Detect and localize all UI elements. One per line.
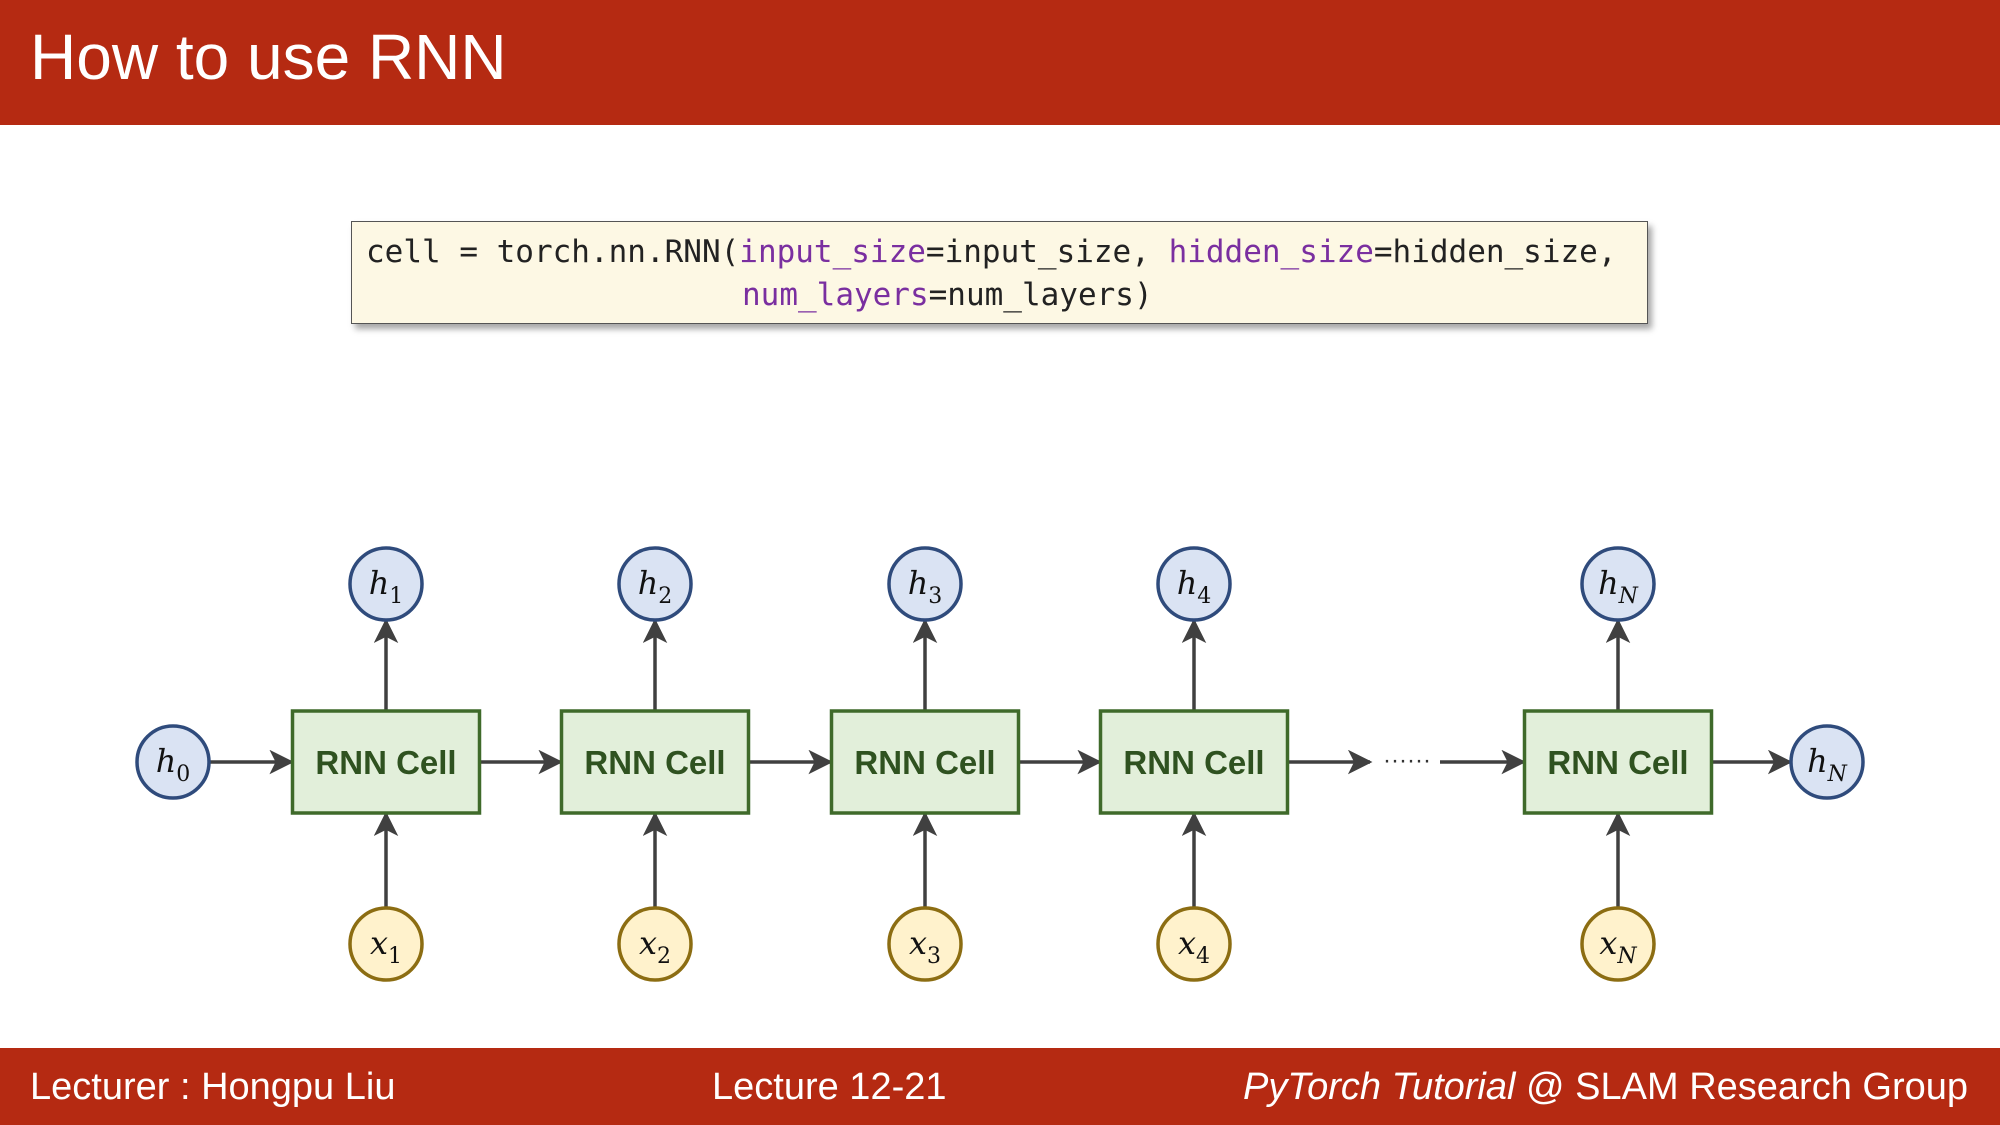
input-node [617, 906, 693, 982]
rnn-cell-label: RNN Cell [315, 744, 456, 781]
hidden-output-node [348, 546, 424, 622]
final-hidden-node-label: hN [1807, 742, 1848, 787]
rnn-cell-label: RNN Cell [854, 744, 995, 781]
hidden-output-node-subscript: 1 [389, 584, 403, 609]
rnn-cell [1522, 709, 1714, 815]
course-title: PyTorch Tutorial [1243, 1066, 1516, 1108]
lecture-number: Lecture 12-21 [712, 1066, 947, 1108]
input-node-subscript: 4 [1196, 944, 1210, 969]
code-line-1: cell = torch.nn.RNN(input_size=input_siz… [366, 234, 1617, 270]
code-text: =input_size, [925, 234, 1169, 270]
input-node [348, 906, 424, 982]
hidden-output-node-subscript: 2 [658, 584, 672, 609]
input-node-subscript: 3 [927, 944, 941, 969]
rnn-cell [829, 709, 1021, 815]
code-text: cell = torch.nn.RNN( [366, 234, 740, 270]
input-node [887, 906, 963, 982]
code-text: =hidden_size, [1373, 234, 1617, 270]
page-title: How to use RNN [30, 21, 507, 93]
rnn-cell-label: RNN Cell [1123, 744, 1264, 781]
initial-hidden-node [135, 724, 211, 800]
code-keyword: hidden_size [1168, 234, 1374, 270]
input-node-subscript: 2 [657, 944, 671, 969]
final-hidden-node-subscript: N [1827, 762, 1848, 787]
code-keyword: num_layers [742, 277, 929, 313]
lecturer-label: Lecturer : Hongpu Liu [30, 1066, 396, 1108]
code-text: =num_layers) [928, 277, 1153, 313]
course-group: @ SLAM Research Group [1515, 1066, 1968, 1108]
hidden-output-node [1156, 546, 1232, 622]
footer-bar: Lecturer : Hongpu Liu Lecture 12-21 PyTo… [0, 1048, 2000, 1125]
code-keyword: input_size [739, 234, 926, 270]
hidden-output-node [1580, 546, 1656, 622]
hidden-output-node [887, 546, 963, 622]
rnn-cell [290, 709, 482, 815]
code-snippet: cell = torch.nn.RNN(input_size=input_siz… [351, 221, 1648, 324]
hidden-output-node-subscript: N [1618, 584, 1639, 609]
input-node-label: x4 [1178, 924, 1210, 969]
hidden-output-node-subscript: 3 [928, 584, 942, 609]
input-node [1580, 906, 1656, 982]
course-label: PyTorch Tutorial @ SLAM Research Group [1243, 1066, 1968, 1109]
input-node [1156, 906, 1232, 982]
title-bar: How to use RNN [0, 0, 2000, 125]
code-line-2: num_layers=num_layers) [742, 277, 1153, 313]
input-node-label: x3 [909, 924, 941, 969]
input-node-subscript: N [1616, 944, 1637, 969]
hidden-output-node-subscript: 4 [1197, 584, 1211, 609]
initial-hidden-node-subscript: 0 [176, 762, 190, 787]
input-node-subscript: 1 [388, 944, 402, 969]
hidden-output-node [617, 546, 693, 622]
hidden-output-node-label: h2 [638, 564, 673, 609]
input-node-label: x1 [370, 924, 402, 969]
rnn-cell [1098, 709, 1290, 815]
ellipsis-label: ······ [1383, 747, 1431, 774]
rnn-cell-label: RNN Cell [584, 744, 725, 781]
rnn-cell-label: RNN Cell [1547, 744, 1688, 781]
rnn-cell [559, 709, 751, 815]
final-hidden-node [1789, 724, 1865, 800]
